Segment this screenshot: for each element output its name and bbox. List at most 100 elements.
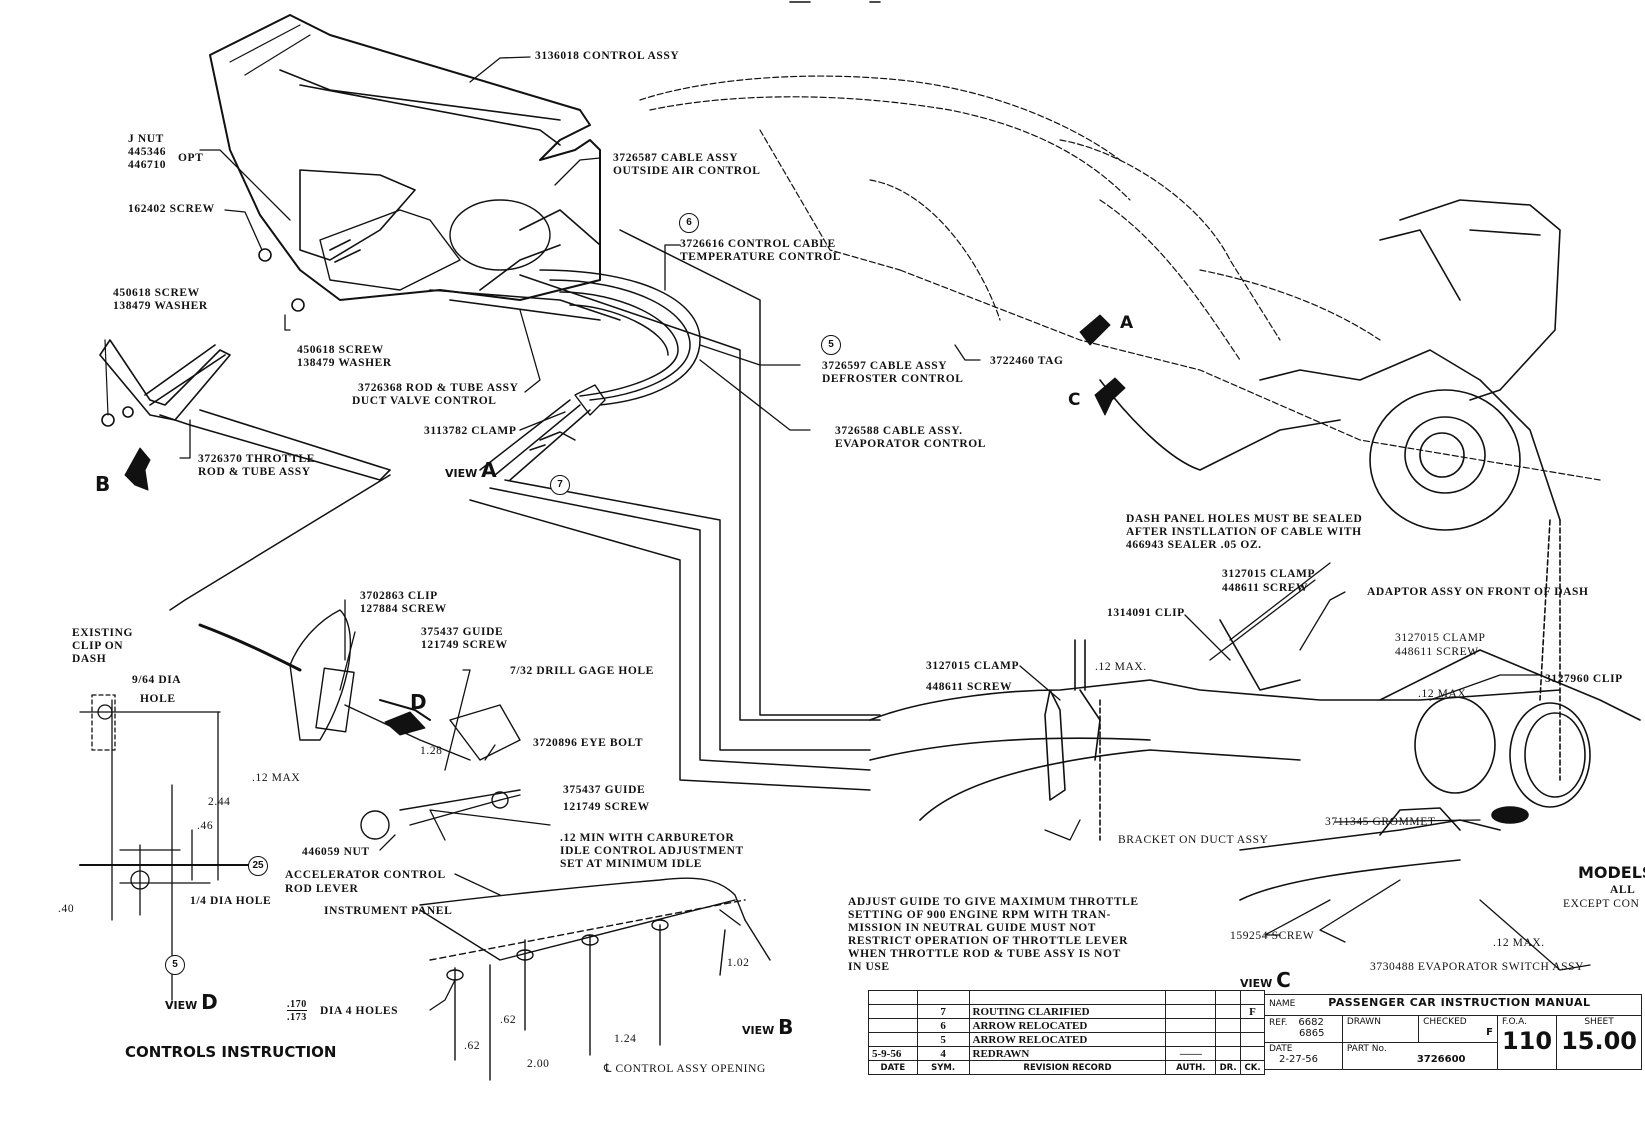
revision-dr	[1215, 1004, 1242, 1019]
label-dash-sealed-3: 466943 SEALER .05 OZ.	[1126, 539, 1262, 551]
label-defroster-a: 3726597 CABLE ASSY	[822, 360, 948, 372]
dim-1-24: 1.24	[614, 1033, 637, 1045]
view-letter: C	[1276, 968, 1291, 992]
revision-sym	[916, 990, 970, 1005]
note-line-6: IN USE	[848, 961, 890, 973]
label-clip-3127960: 3127960 CLIP	[1545, 673, 1623, 685]
foa-label: F.O.A.	[1501, 1017, 1527, 1027]
label-evaporator-b: EVAPORATOR CONTROL	[835, 438, 987, 450]
header-ck: CK.	[1240, 1060, 1265, 1075]
revision-circle-25: 25	[248, 856, 268, 876]
label-dia-fraction-bottom: .173	[287, 1012, 307, 1023]
revision-desc: ARROW RELOCATED	[968, 1018, 1167, 1033]
revision-ck: F	[1240, 1004, 1265, 1019]
revision-ck	[1240, 1046, 1265, 1061]
label-clip-3702863-a: 3702863 CLIP	[360, 590, 438, 602]
label-j-nut-part-1: 445346	[128, 146, 167, 158]
label-964-hole-a: 9/64 DIA	[132, 674, 182, 686]
label-instrument-panel: INSTRUMENT PANEL	[324, 905, 453, 917]
revision-auth	[1165, 1032, 1217, 1047]
dim-62-a: .62	[500, 1014, 517, 1026]
sheet-value: 15.00	[1561, 1027, 1637, 1055]
dim-1-02: 1.02	[727, 957, 750, 969]
view-a-title: VIEW A	[445, 458, 497, 482]
title-block: NAME PASSENGER CAR INSTRUCTION MANUAL RE…	[1264, 994, 1642, 1070]
label-bracket: BRACKET ON DUCT ASSY	[1118, 834, 1269, 846]
revision-circle-5b: 5	[165, 955, 185, 975]
sheet-label: SHEET	[1584, 1017, 1614, 1027]
label-tag: 3722460 TAG	[990, 355, 1064, 367]
header-auth: AUTH.	[1165, 1060, 1217, 1075]
checked-value: F	[1486, 1027, 1493, 1038]
label-clamp-left: 3127015 CLAMP	[926, 660, 1020, 672]
label-duct-valve-b: DUCT VALVE CONTROL	[352, 395, 497, 407]
dim-40: .40	[58, 903, 75, 915]
revision-date	[868, 1004, 918, 1019]
view-arrow-letter-d: D	[410, 690, 427, 714]
label-964-hole-b: HOLE	[140, 693, 176, 705]
name-cell: NAME PASSENGER CAR INSTRUCTION MANUAL	[1264, 994, 1642, 1016]
label-evap-switch: 3730488 EVAPORATOR SWITCH ASSY	[1370, 961, 1585, 973]
note-line-5: WHEN THROTTLE ROD & TUBE ASSY IS NOT	[848, 948, 1121, 960]
part-label: PART No.	[1346, 1044, 1387, 1054]
label-guide-1b: 121749 SCREW	[421, 639, 508, 651]
dim-1-28: 1.28	[420, 745, 443, 757]
revision-row	[868, 990, 1265, 1005]
dim-62-b: .62	[464, 1040, 481, 1052]
label-existing-clip-1: EXISTING	[72, 627, 134, 639]
revision-sym: 4	[916, 1046, 970, 1061]
ref-cell: REF. 6682 6865	[1264, 1015, 1343, 1043]
view-prefix: VIEW	[445, 467, 478, 480]
revision-dr	[1215, 990, 1242, 1005]
label-clip-3702863-b: 127884 SCREW	[360, 603, 447, 615]
part-cell: PART No. 3726600	[1341, 1042, 1498, 1070]
label-screw-washer-1a: 450618 SCREW	[113, 287, 200, 299]
revision-circle-5: 5	[821, 335, 841, 355]
revision-date	[868, 1018, 918, 1033]
view-prefix: VIEW	[1240, 977, 1273, 990]
label-clamp-upper-b: 448611 SCREW	[1222, 582, 1309, 594]
view-b-drawing	[419, 877, 771, 1081]
heater-blower-drawing	[1099, 199, 1561, 781]
view-d-arrow-icon	[384, 711, 426, 736]
label-opt: OPT	[178, 152, 204, 164]
label-clamp-3113782: 3113782 CLAMP	[424, 425, 517, 437]
note-line-1: ADJUST GUIDE TO GIVE MAXIMUM THROTTLE	[848, 896, 1139, 908]
duct-assembly-drawing	[869, 619, 1641, 901]
label-guide-2b: 121749 SCREW	[563, 801, 650, 813]
label-existing-clip-2: CLIP ON	[72, 640, 124, 652]
label-screw-washer-2b: 138479 WASHER	[297, 357, 392, 369]
label-clamp-upper-a: 3127015 CLAMP	[1222, 568, 1316, 580]
label-dia-4-holes: DIA 4 HOLES	[320, 1005, 399, 1017]
throttle-bracket-drawing	[99, 339, 391, 481]
label-drill-gage: 7/32 DRILL GAGE HOLE	[510, 665, 654, 677]
label-duct-valve-a: 3726368 ROD & TUBE ASSY	[358, 382, 519, 394]
revision-ck	[1240, 1018, 1265, 1033]
revision-circle-6: 6	[679, 213, 699, 233]
header-date: DATE	[868, 1060, 918, 1075]
revision-desc: REDRAWN	[968, 1046, 1167, 1061]
label-dash-sealed-1: DASH PANEL HOLES MUST BE SEALED	[1126, 513, 1363, 525]
name-value: PASSENGER CAR INSTRUCTION MANUAL	[1328, 996, 1591, 1009]
revision-dr	[1215, 1032, 1242, 1047]
note-line-3: MISSION IN NEUTRAL GUIDE MUST NOT	[848, 922, 1097, 934]
view-prefix: VIEW	[165, 999, 198, 1012]
view-c-title: VIEW C	[1240, 968, 1291, 992]
view-a-arrow-icon	[1079, 314, 1111, 346]
date-value: 2-27-56	[1279, 1054, 1319, 1065]
dim-46: .46	[197, 820, 214, 832]
note-line-4: RESTRICT OPERATION OF THROTTLE LEVER	[848, 935, 1128, 947]
name-label: NAME	[1269, 999, 1296, 1009]
revision-auth	[1165, 990, 1217, 1005]
part-value: 3726600	[1416, 1054, 1466, 1065]
sheet-title: CONTROLS INSTRUCTION	[125, 1043, 337, 1061]
label-accel-lever-a: ACCELERATOR CONTROL	[285, 869, 446, 881]
view-letter: A	[481, 458, 497, 482]
ref-value-2: 6865	[1299, 1028, 1325, 1039]
label-evaporator-a: 3726588 CABLE ASSY.	[835, 425, 963, 437]
dim-12-max-c2: .12 MAX.	[1418, 688, 1470, 700]
